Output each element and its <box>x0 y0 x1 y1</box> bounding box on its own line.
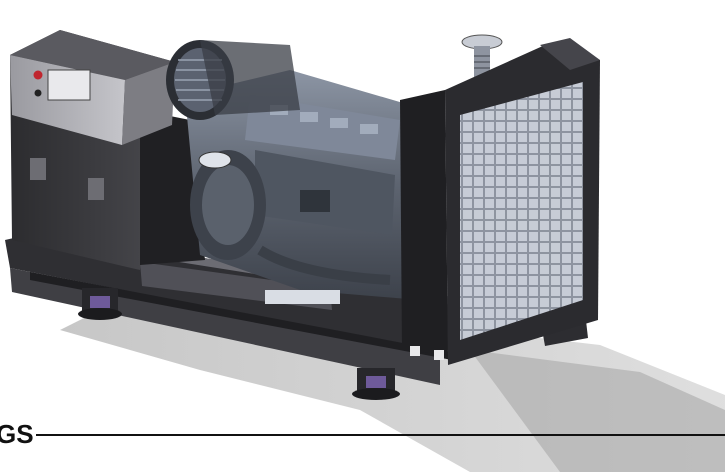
radiator <box>400 38 600 365</box>
control-panel <box>10 55 175 145</box>
vibration-isolators <box>78 288 400 400</box>
emergency-stop-indicator <box>33 70 43 80</box>
engine-block <box>166 40 420 304</box>
exhaust-outlet <box>461 34 503 80</box>
section-heading: GS <box>0 419 725 449</box>
section-divider-rule <box>35 434 725 436</box>
section-heading-text: GS <box>0 419 34 449</box>
